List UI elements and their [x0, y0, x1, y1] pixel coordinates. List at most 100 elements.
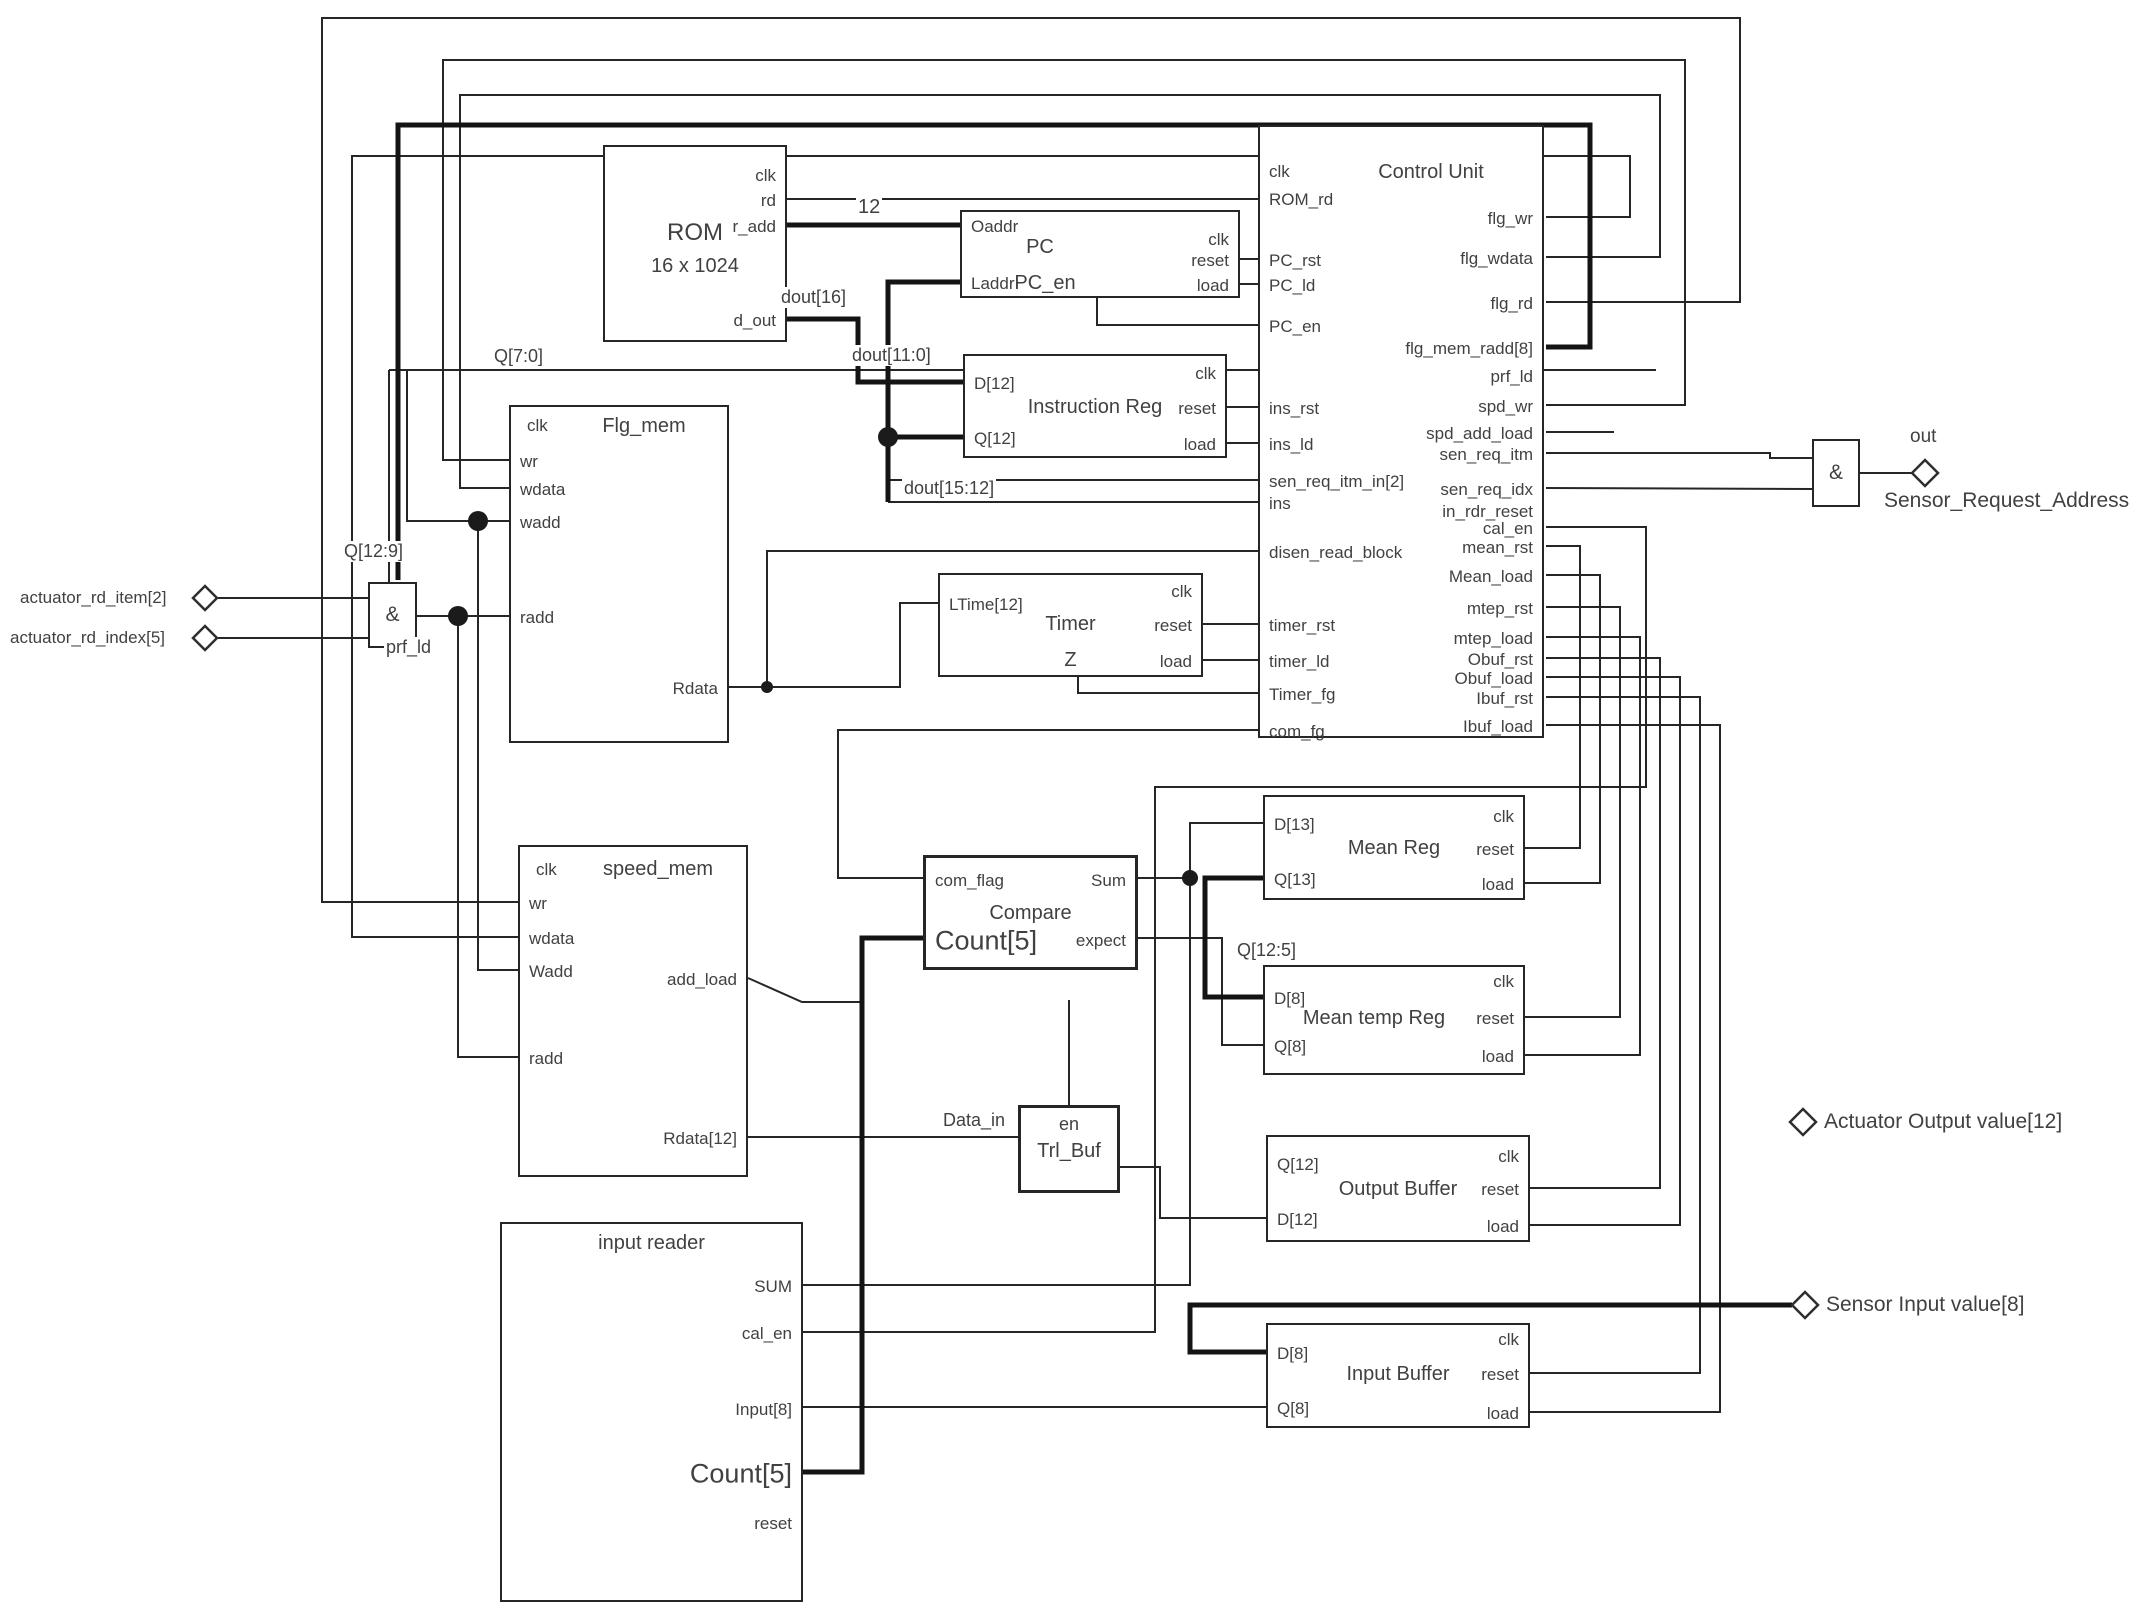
port-obuf-load: Obuf_load — [1454, 669, 1533, 688]
wire — [442, 59, 1686, 461]
port-obuf-rst: Obuf_rst — [1467, 650, 1533, 669]
port-ins-ld: ins_ld — [1269, 435, 1314, 454]
block-title: Control Unit — [1378, 161, 1484, 183]
and-gate-symbol: & — [1828, 461, 1843, 484]
port-input-8-: Input[8] — [735, 1400, 792, 1419]
wire — [1530, 724, 1721, 1413]
wire — [351, 155, 1631, 938]
port-spd-add-load: spd_add_load — [1426, 424, 1533, 443]
wire-label-q12-9: Q[12:9] — [342, 541, 406, 562]
port-d-13-: D[13] — [1274, 815, 1315, 834]
port-diamond — [1910, 458, 1940, 488]
block-title: Mean Reg — [1347, 837, 1441, 859]
block-title: ROM — [667, 219, 723, 246]
port-reset: reset — [1481, 1180, 1519, 1199]
port-d-8-: D[8] — [1277, 1344, 1309, 1363]
port-sen-req-idx: sen_req_idx — [1440, 480, 1533, 499]
external-port-label-sensor-input: Sensor Input value[8] — [1826, 1293, 2025, 1316]
junction-dot — [761, 681, 773, 693]
port-clk: clk — [1171, 582, 1192, 601]
wire — [803, 526, 1647, 1333]
port-clk: clk — [1498, 1147, 1519, 1166]
wire-label-dout16: dout[16] — [779, 287, 849, 308]
port-oaddr: Oaddr — [971, 217, 1019, 236]
wire — [803, 878, 1191, 1286]
bus-wire — [1187, 1302, 1792, 1355]
block-title: Trl_Buf — [1037, 1140, 1101, 1162]
external-port-label-out: out — [1910, 426, 1937, 447]
block-title: Timer — [1045, 613, 1096, 635]
junction-dot — [448, 606, 468, 626]
bus-wire — [395, 122, 1593, 580]
block-title: Output Buffer — [1338, 1178, 1458, 1200]
port-reset: reset — [754, 1514, 792, 1533]
wire — [457, 616, 518, 1058]
port-com-flag: com_flag — [935, 871, 1004, 890]
port-reset: reset — [1154, 616, 1192, 635]
port-prf-ld: prf_ld — [1490, 367, 1533, 386]
port-pc-en: PC_en — [1269, 317, 1321, 336]
wire — [1545, 487, 1813, 490]
wire-label-data-in: Data_in — [941, 1110, 1008, 1131]
port-load: load — [1486, 1217, 1519, 1236]
port-timer-ld: timer_ld — [1269, 652, 1330, 671]
port-sum: SUM — [754, 1277, 792, 1296]
port-q-8-: Q[8] — [1274, 1037, 1307, 1056]
port-q-13-: Q[13] — [1274, 870, 1316, 889]
port-q-12-: Q[12] — [1277, 1155, 1319, 1174]
port-wadd: wadd — [520, 513, 561, 532]
wire — [477, 521, 518, 971]
wire — [837, 729, 1258, 879]
block-trl-buf: en Trl_Buf — [1018, 1105, 1120, 1193]
port-q-12-: Q[12] — [974, 429, 1016, 448]
port-clk: clk — [527, 416, 548, 435]
port-sen-req-itm: sen_req_itm — [1439, 445, 1533, 464]
port-load: load — [1196, 276, 1229, 295]
port-timer-fg: Timer_fg — [1269, 685, 1336, 704]
port-rom-rd: ROM_rd — [1269, 190, 1334, 209]
port-count-5-: Count[5] — [689, 1458, 792, 1489]
block-subtitle: Z — [1064, 649, 1077, 671]
block-title: Mean temp Reg — [1302, 1007, 1446, 1029]
port-clk: clk — [755, 166, 776, 185]
port-load: load — [1481, 875, 1514, 894]
port-flg-mem-radd-8-: flg_mem_radd[8] — [1405, 339, 1533, 358]
port-clk: clk — [536, 860, 557, 879]
junction-dot — [1182, 870, 1198, 886]
block-title: input reader — [598, 1232, 705, 1254]
wire-label-q7-0: Q[7:0] — [492, 346, 546, 367]
port-spd-wr: spd_wr — [1478, 397, 1533, 416]
port-load: load — [1486, 1404, 1519, 1423]
port-reset: reset — [1178, 399, 1216, 418]
wire — [406, 370, 509, 522]
external-port-label-actuator-output: Actuator Output value[12] — [1824, 1110, 2063, 1133]
port-com-fg: com_fg — [1269, 722, 1325, 741]
port-expect: expect — [1075, 931, 1126, 950]
port-d-12-: D[12] — [974, 374, 1015, 393]
wire-label-dout15-12: dout[15:12] — [902, 478, 997, 499]
wire — [1530, 696, 1701, 1374]
port-timer-rst: timer_rst — [1269, 616, 1336, 635]
port-ltime-12-: LTime[12] — [949, 595, 1023, 614]
external-port-label-actuator-rd-index: actuator_rd_index[5] — [10, 628, 165, 647]
port-ibuf-load: Ibuf_load — [1463, 717, 1533, 736]
block-title: Flg_mem — [602, 415, 686, 437]
port-diamond — [191, 624, 219, 652]
wire — [459, 94, 1661, 489]
wire-label-prf-ld: prf_ld — [384, 637, 434, 658]
port-clk: clk — [1195, 364, 1216, 383]
port-clk: clk — [1493, 807, 1514, 826]
port-cal-en: cal_en — [1482, 519, 1533, 538]
wire — [1525, 606, 1621, 1018]
wire — [321, 17, 1741, 903]
port-en: en — [1058, 1114, 1080, 1134]
external-port-label-sensor-request-address: Sensor_Request_Address — [1884, 489, 2129, 512]
block-title: Instruction Reg — [1027, 396, 1163, 418]
port-d-8-: D[8] — [1274, 989, 1306, 1008]
